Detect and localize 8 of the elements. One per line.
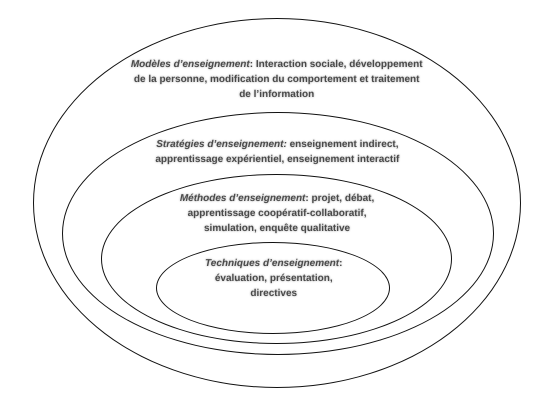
nested-ellipse xyxy=(33,18,521,388)
nested-ellipse xyxy=(156,242,390,334)
level-description: Modèles d’enseignement: Interaction sociale, développement de la personne, modification du comportement et traitement de l’information xyxy=(130,58,424,102)
level-description: Techniques d’enseignement: évaluation, présentation, directives xyxy=(204,256,344,301)
nested-ellipse xyxy=(101,174,452,344)
nested-ellipse xyxy=(62,112,494,355)
level-description: Méthodes d’enseignement: projet, débat, apprentissage coopératif-collaboratif, simulation, enquête qualitative xyxy=(178,192,376,236)
level-description: Stratégies d’enseignement: enseignement indirect, apprentissage expérientiel, enseignement interactif xyxy=(154,138,400,168)
